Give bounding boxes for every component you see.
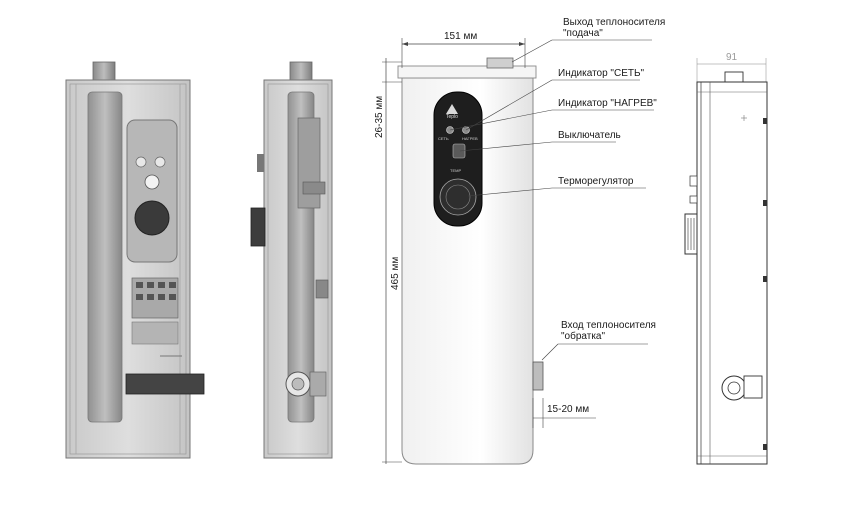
- dimension-height: 465 мм: [390, 256, 401, 290]
- front-transparent-view: [65, 61, 205, 459]
- panel-thermo-text: TEMP: [450, 168, 462, 173]
- side-outline-view: [684, 58, 768, 465]
- panel-brand-text: Teplo: [446, 114, 458, 120]
- dimension-top-gap: 26-35 мм: [374, 95, 385, 138]
- label-switch: Выключатель: [558, 130, 621, 141]
- label-inlet-line2: "обратка": [561, 331, 606, 342]
- label-inlet-line1: Вход теплоносителя: [561, 320, 656, 331]
- panel-power-text: СЕТЬ: [438, 136, 449, 141]
- side-transparent-view: [250, 61, 333, 459]
- label-outlet-line1: Выход теплоносителя: [563, 17, 666, 28]
- label-indicator-power: Индикатор "СЕТЬ": [558, 68, 645, 79]
- label-thermostat: Терморегулятор: [558, 176, 634, 187]
- label-indicator-heat: Индикатор "НАГРЕВ": [558, 98, 657, 109]
- label-outlet-line2: "подача": [563, 28, 603, 39]
- dimension-inlet-offset: 15-20 мм: [547, 404, 590, 415]
- dimension-width-front: 151 мм: [444, 31, 478, 42]
- panel-heat-text: НАГРЕВ: [462, 136, 478, 141]
- front-dimensioned-view: [382, 38, 654, 465]
- dimension-width-side: 91: [726, 52, 738, 63]
